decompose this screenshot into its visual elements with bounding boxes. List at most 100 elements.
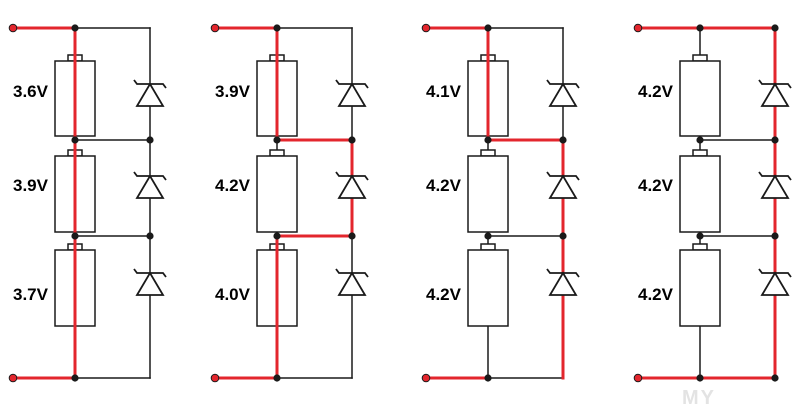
junction-dot-icon: [273, 24, 281, 32]
cell-cap: [692, 149, 708, 157]
voltage-label: 3.9V: [215, 82, 251, 101]
junction-dot-icon: [273, 136, 281, 144]
battery-cell-icon: [467, 139, 509, 237]
zener-diode-icon: [133, 268, 167, 296]
terminal-icon: [633, 23, 643, 33]
voltage-label: 3.6V: [13, 82, 49, 101]
voltage-label: 4.2V: [638, 82, 674, 101]
zener-bar: [133, 268, 167, 278]
zener-triangle: [760, 174, 790, 199]
terminal-icon: [210, 373, 220, 383]
junction-dot-icon: [348, 136, 356, 144]
zener-triangle: [135, 271, 165, 296]
terminal-icon: [8, 23, 18, 33]
junction-dot-icon: [71, 232, 79, 240]
junction-dot-icon: [146, 232, 154, 240]
battery-cell-icon: [467, 235, 509, 379]
battery-cell-icon: [679, 235, 721, 379]
zener-triangle: [760, 82, 790, 107]
battery-cell-icon: [256, 139, 298, 237]
zener-triangle: [135, 82, 165, 107]
zener-diode-icon: [758, 79, 792, 107]
junction-dot-icon: [696, 232, 704, 240]
battery-cell-icon: [679, 27, 721, 141]
zener-bar: [758, 79, 792, 89]
cell-body: [679, 60, 721, 137]
junction-dot-icon: [696, 136, 704, 144]
junction-dot-icon: [484, 24, 492, 32]
cell-cap: [480, 149, 496, 157]
zener-bar: [758, 268, 792, 278]
junction-dot-icon: [71, 24, 79, 32]
junction-dot-icon: [484, 136, 492, 144]
junction-dot-icon: [771, 374, 779, 382]
zener-bar: [546, 79, 580, 89]
zener-diode-icon: [133, 171, 167, 199]
voltage-label: 4.2V: [426, 285, 462, 304]
cell-cap: [692, 243, 708, 251]
voltage-label: 4.2V: [638, 176, 674, 195]
panels-root: 3.6V3.9V3.7V3.9V4.2V4.0V4.1V4.2V4.2V4.2V…: [8, 23, 792, 383]
junction-dot-icon: [71, 374, 79, 382]
zener-triangle: [337, 174, 367, 199]
junction-dot-icon: [484, 232, 492, 240]
zener-triangle: [337, 271, 367, 296]
zener-diode-icon: [335, 171, 369, 199]
terminal-icon: [421, 373, 431, 383]
junction-dot-icon: [273, 232, 281, 240]
cell-body: [679, 155, 721, 233]
junction-dot-icon: [696, 374, 704, 382]
cell-body: [256, 155, 298, 233]
zener-diode-icon: [546, 79, 580, 107]
junction-dot-icon: [273, 374, 281, 382]
watermark-text: MY: [682, 387, 716, 409]
terminal-icon: [210, 23, 220, 33]
zener-bar: [546, 171, 580, 181]
zener-triangle: [548, 174, 578, 199]
cell-body: [467, 155, 509, 233]
zener-diode-icon: [335, 79, 369, 107]
battery-cell-icon: [679, 139, 721, 237]
cell-cap: [480, 243, 496, 251]
zener-diode-icon: [546, 171, 580, 199]
cell-body: [467, 249, 509, 327]
zener-diode-icon: [133, 79, 167, 107]
junction-dot-icon: [348, 232, 356, 240]
zener-diode-icon: [335, 268, 369, 296]
zener-triangle: [548, 271, 578, 296]
zener-diode-icon: [758, 171, 792, 199]
junction-dot-icon: [71, 136, 79, 144]
cell-cap: [269, 149, 285, 157]
voltage-label: 4.2V: [638, 285, 674, 304]
junction-dot-icon: [771, 24, 779, 32]
circuit-panel-4: 4.2V 4.2V 4.2V: [633, 23, 792, 383]
circuit-panel-2: 3.9V4.2V4.0V: [210, 23, 369, 383]
voltage-label: 3.9V: [13, 176, 49, 195]
junction-dot-icon: [146, 136, 154, 144]
zener-bar: [546, 268, 580, 278]
zener-bar: [335, 171, 369, 181]
zener-bar: [758, 171, 792, 181]
junction-dot-icon: [696, 24, 704, 32]
terminal-icon: [421, 23, 431, 33]
junction-dot-icon: [559, 232, 567, 240]
voltage-label: 4.2V: [426, 176, 462, 195]
zener-bar: [133, 171, 167, 181]
zener-bar: [335, 268, 369, 278]
zener-triangle: [337, 82, 367, 107]
terminal-icon: [8, 373, 18, 383]
zener-diode-icon: [758, 268, 792, 296]
voltage-label: 4.0V: [215, 285, 251, 304]
junction-dot-icon: [771, 136, 779, 144]
circuit-panel-3: 4.1V 4.2V 4.2V: [421, 23, 580, 383]
junction-dot-icon: [771, 232, 779, 240]
voltage-label: 3.7V: [13, 285, 49, 304]
zener-bar: [133, 79, 167, 89]
terminal-icon: [633, 373, 643, 383]
zener-triangle: [760, 271, 790, 296]
zener-triangle: [135, 174, 165, 199]
cell-body: [679, 249, 721, 327]
voltage-label: 4.1V: [426, 82, 462, 101]
junction-dot-icon: [484, 374, 492, 382]
